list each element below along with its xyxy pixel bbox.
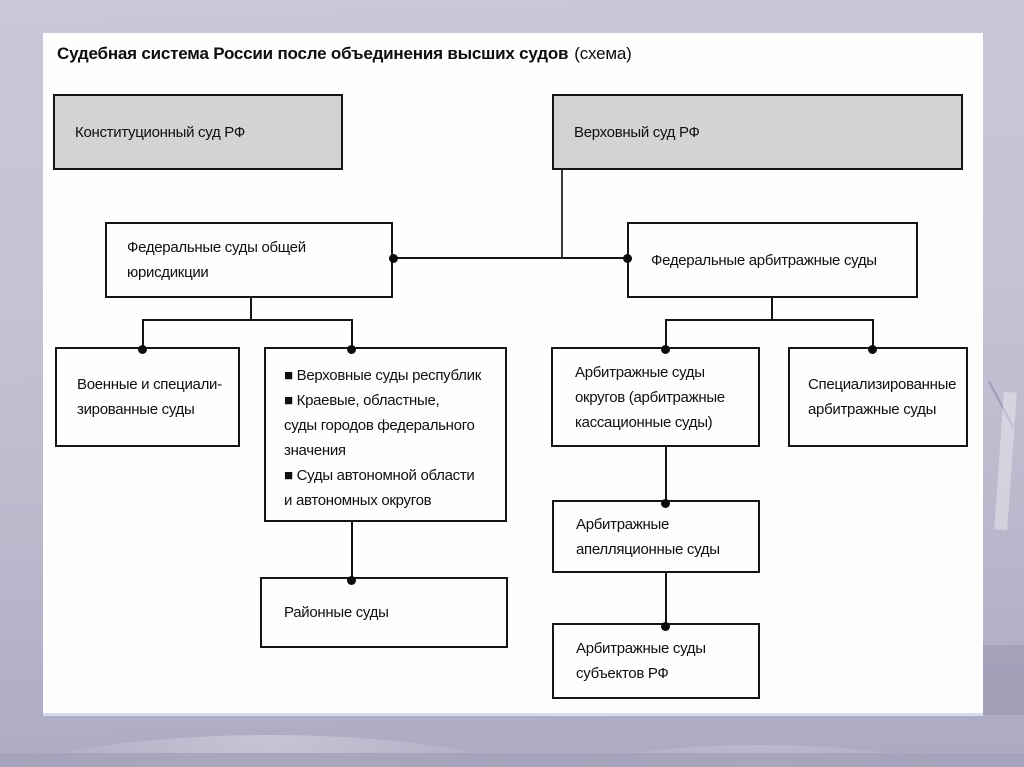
connector-republic-to-district — [351, 522, 353, 579]
junction-dot-federal-general — [389, 254, 398, 263]
connector-drop-okrug — [665, 319, 667, 349]
node-supreme-court: Верховный суд РФ — [552, 94, 963, 170]
node-constitutional-court: Конституционный суд РФ — [53, 94, 343, 170]
node-republic-courts-list-line: значения — [284, 442, 346, 459]
node-supreme-court-label: Верховный суд РФ — [574, 123, 700, 141]
connector-general-courts-crossbar — [142, 319, 353, 321]
node-federal-general-courts-label: Федеральные суды общей — [127, 239, 306, 256]
node-arbitration-okrug-courts: Арбитражные суды округов (арбитражные ка… — [551, 347, 760, 447]
connector-drop-specialized — [872, 319, 874, 349]
connector-crossbar-level2 — [393, 257, 629, 259]
junction-dot-district — [347, 576, 356, 585]
node-arbitration-okrug-courts-label: округов (арбитражные — [575, 388, 725, 406]
junction-dot-republic — [347, 345, 356, 354]
background-right-band — [983, 645, 1024, 715]
junction-dot-appeal — [661, 499, 670, 508]
node-specialized-arbitration-courts-label: арбитражные суды — [808, 401, 937, 418]
node-constitutional-court-label: Конституционный суд РФ — [75, 123, 245, 141]
background-bottom-strip — [0, 753, 1024, 767]
node-district-courts-label: Районные суды — [284, 604, 389, 621]
node-district-courts: Районные суды — [260, 577, 508, 648]
diagram-title: Судебная система России после объединени… — [57, 44, 632, 64]
node-arbitration-appeal-courts-label: Арбитражные — [576, 515, 670, 533]
connector-drop-republic — [351, 319, 353, 349]
connector-arbitration-stem — [771, 298, 773, 321]
junction-dot-okrug — [661, 345, 670, 354]
node-military-courts: Военные и специали- зированные суды — [55, 347, 240, 447]
node-arbitration-subject-courts-label: субъектов РФ — [576, 665, 669, 682]
node-republic-courts-list: ■ Верховные суды республик ■ Краевые, об… — [264, 347, 507, 522]
junction-dot-federal-arbitration — [623, 254, 632, 263]
diagram-title-suffix: (схема) — [574, 44, 632, 63]
node-federal-general-courts-label: юрисдикции — [127, 264, 209, 281]
connector-okrug-to-appeal — [665, 447, 667, 502]
node-republic-courts-list-line: ■ Суды автономной области — [284, 467, 475, 484]
node-arbitration-okrug-courts-label: Арбитражные суды — [575, 363, 705, 381]
node-arbitration-okrug-courts-label: кассационные суды) — [575, 413, 713, 431]
node-military-courts-label: Военные и специали- — [77, 376, 222, 393]
background-watermark-glint — [994, 391, 1017, 531]
node-specialized-arbitration-courts-label: Специализированные — [808, 376, 957, 393]
node-republic-courts-list-line: суды городов федерального — [284, 417, 475, 434]
node-republic-courts-list-line: ■ Верховные суды республик — [284, 367, 481, 384]
connector-supreme-to-crossbar — [561, 170, 563, 259]
connector-arbitration-crossbar — [665, 319, 874, 321]
node-military-courts-label: зированные суды — [77, 401, 195, 418]
junction-dot-specialized — [868, 345, 877, 354]
node-federal-arbitration-courts: Федеральные арбитражные суды — [627, 222, 918, 298]
node-arbitration-appeal-courts-label: апелляционные суды — [576, 540, 720, 558]
connector-drop-military — [142, 319, 144, 349]
node-federal-general-courts: Федеральные суды общей юрисдикции — [105, 222, 393, 298]
node-republic-courts-list-line: ■ Краевые, областные, — [284, 392, 440, 409]
node-arbitration-subject-courts-label: Арбитражные суды — [576, 640, 706, 657]
node-arbitration-appeal-courts: Арбитражные апелляционные суды — [552, 500, 760, 573]
junction-dot-subjects — [661, 622, 670, 631]
connector-appeal-to-subjects — [665, 573, 667, 625]
node-arbitration-subject-courts: Арбитражные суды субъектов РФ — [552, 623, 760, 699]
connector-general-courts-stem — [250, 298, 252, 321]
node-republic-courts-list-line: и автономных округов — [284, 492, 432, 509]
node-specialized-arbitration-courts: Специализированные арбитражные суды — [788, 347, 968, 447]
node-federal-arbitration-courts-label: Федеральные арбитражные суды — [651, 251, 877, 269]
diagram-title-main: Судебная система России после объединени… — [57, 44, 569, 63]
junction-dot-military — [138, 345, 147, 354]
